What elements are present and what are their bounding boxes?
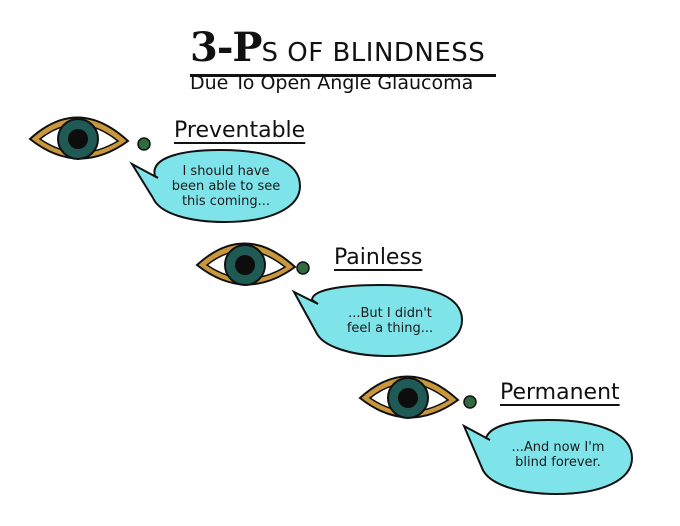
title-underline (190, 74, 496, 77)
bubble-line: ...And now I'm (511, 440, 605, 455)
bubble-text-2: ...But I didn't feel a thing... (330, 306, 450, 336)
page-subtitle: Due To Open Angle Glaucoma (190, 72, 474, 94)
title-block: 3-PS OF BLINDNESS Due To Open Angle Glau… (190, 10, 520, 110)
bubble-line: feel a thing... (346, 321, 434, 336)
title-rest-part: S OF BLINDNESS (261, 38, 486, 68)
dot-icon (137, 137, 151, 151)
page-title: 3-PS OF BLINDNESS (190, 24, 485, 71)
bubble-line: this coming... (181, 194, 271, 209)
label-permanent: Permanent (500, 380, 620, 405)
bubble-text-1: I should have been able to see this comi… (158, 164, 294, 209)
title-big-part: 3-P (190, 24, 263, 71)
label-painless: Painless (334, 245, 423, 270)
bubble-text-3: ...And now I'm blind forever. (498, 440, 618, 470)
eye-icon (28, 116, 130, 160)
bubble-line: ...But I didn't (348, 306, 432, 321)
dot-icon (296, 261, 310, 275)
eye-icon (195, 242, 297, 286)
bubble-line: I should have (182, 164, 270, 179)
speech-bubble-icon (129, 148, 302, 224)
speech-bubble-icon (291, 283, 464, 358)
bubble-line: blind forever. (515, 455, 601, 470)
label-preventable: Preventable (174, 118, 306, 143)
dot-icon (463, 395, 477, 409)
bubble-line: been able to see (171, 179, 281, 194)
speech-bubble-icon (461, 418, 634, 496)
eye-icon (358, 375, 460, 419)
